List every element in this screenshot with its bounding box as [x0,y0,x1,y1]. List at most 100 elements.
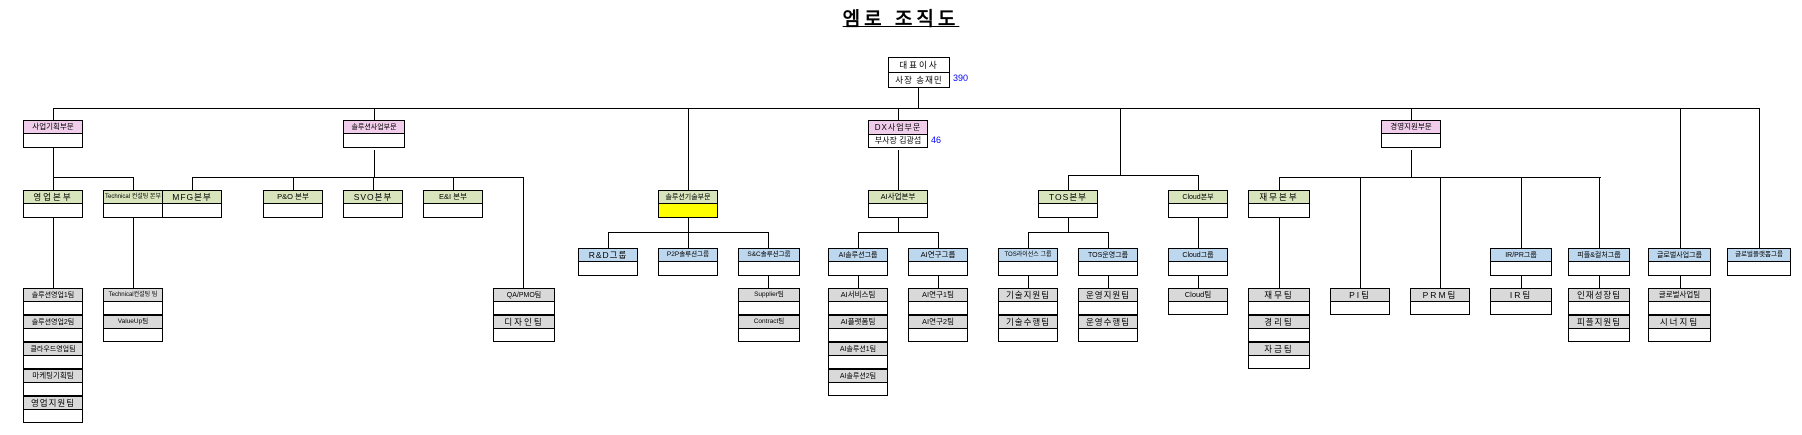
org-node-svo-hq: SVO본부 [343,190,403,218]
org-node-body [24,204,82,217]
connector-line [133,218,134,288]
org-node-label: 디자인팀 [494,316,554,329]
org-node-label: 운영수행팀 [1079,316,1137,329]
connector-line [53,108,54,120]
org-node-body [829,329,887,341]
org-node-body [909,262,967,275]
org-node-body [829,383,887,395]
org-node-sol-sales1: 솔루션영업1팀 [23,288,83,315]
org-node-label: AI솔루션1팀 [829,343,887,356]
org-node-label: AI연구1팀 [909,289,967,302]
org-node-body [1169,302,1227,314]
org-node-body [1249,356,1309,368]
org-node-label: TOS라이선스 그룹 [999,249,1057,262]
org-node-label: 솔루션사업부문 [344,121,404,134]
org-node-label: 자금팀 [1249,343,1309,356]
connector-line [1108,232,1109,248]
org-node-p2p-grp: P2P솔루션그룹 [658,248,718,276]
org-node-body [104,302,162,314]
org-node-biz-planning: 사업기획부문 [23,120,83,148]
dx-officer-label: 부사장 김광섭 [874,136,922,145]
org-node-tech-support: 기술지원팀 [998,288,1058,315]
org-node-body [1382,134,1440,147]
org-node-label: 기술지원팀 [999,289,1057,302]
org-node-label: 글로벌사업팀 [1649,289,1710,302]
dx-headcount-badge: 46 [931,135,942,145]
org-node-global-biz-grp: 글로벌사업그룹 [1648,248,1711,276]
connector-line [1411,108,1412,120]
org-node-body [494,302,554,314]
org-node-global-biz-team: 글로벌사업팀 [1648,288,1711,315]
connector-line [938,276,939,288]
org-node-body [344,204,402,217]
org-node-label: 운영지원팀 [1079,289,1137,302]
org-node-body [1331,302,1389,314]
org-node-ai-platform: AI플랫폼팀 [828,315,888,342]
connector-line [192,177,193,190]
org-node-label: TOS본부 [1039,191,1097,204]
org-node-body [1169,204,1227,217]
org-node-label: 마케팅기획팀 [24,370,82,383]
org-node-label: R&D그룹 [579,249,637,262]
org-node-label: IR/PR그룹 [1491,249,1551,262]
org-node-people-support: 피플지원팀 [1568,315,1630,342]
org-node-body [1569,329,1629,341]
org-node-body [1569,262,1629,275]
org-node-dx: DX사업부문 부사장 김광섭 [868,120,928,148]
connector-line [1120,108,1121,175]
org-node-label: 영업본부 [24,191,82,204]
org-node-body [344,134,404,147]
org-node-treasury: 자금팀 [1248,342,1310,369]
org-node-label: 재무본부 [1249,191,1309,204]
org-node-ops-support: 운영지원팀 [1078,288,1138,315]
org-node-label: Cloud팀 [1169,289,1227,302]
org-node-people-grp: 피플&컬처그룹 [1568,248,1630,276]
org-node-label: QA/PMO팀 [494,289,554,302]
org-node-body [829,356,887,368]
org-node-body [1249,204,1309,217]
connector-line [768,232,769,248]
ceo-title-label: 대표이사 [889,58,949,73]
org-node-body [1249,302,1309,314]
connector-line [1068,218,1069,232]
org-node-body [1491,302,1551,314]
org-node-body [1491,262,1551,275]
org-node-label: 영업지원팀 [24,397,82,410]
org-node-body [659,262,717,275]
org-node-label: SVO본부 [344,191,402,204]
org-node-mkt-plan: 마케팅기획팀 [23,369,83,396]
org-node-ai-res1: AI연구1팀 [908,288,968,315]
connector-line [608,232,609,248]
org-node-label: 시너지팀 [1649,316,1710,329]
org-node-label: 재무팀 [1249,289,1309,302]
org-node-body [1079,302,1137,314]
org-node-body [24,356,82,368]
org-node-label: 솔루션영업1팀 [24,289,82,302]
org-node-label: AI솔루션그룹 [829,249,887,262]
connector-line [1028,232,1029,248]
org-node-qa-pmo: QA/PMO팀 [493,288,555,315]
connector-line [53,177,134,178]
org-node-sol-biz: 솔루션사업부문 [343,120,405,148]
org-node-mfg-hq: MFG본부 [162,190,222,218]
connector-line [688,218,689,232]
connector-line [373,177,374,190]
org-node-body [739,302,799,314]
connector-line [1198,218,1199,248]
org-node-acct-team: 경리팀 [1248,315,1310,342]
org-node-label: Supplier팀 [739,289,799,302]
org-node-label: Technical 컨설팅 본부 [104,191,162,204]
org-node-label: AI솔루션2팀 [829,370,887,383]
connector-line [523,177,524,288]
org-node-talent: 인재성장팀 [1568,288,1630,315]
org-node-tech-consult-hq: Technical 컨설팅 본부 [103,190,163,218]
connector-line [1680,108,1681,248]
org-node-contract: Contract팀 [738,315,800,342]
connector-line [1759,108,1760,248]
connector-line [858,276,859,288]
org-node-body [24,329,82,341]
org-node-body [1169,262,1227,275]
org-node-sales-support: 영업지원팀 [23,396,83,423]
org-node-design: 디자인팀 [493,315,555,342]
